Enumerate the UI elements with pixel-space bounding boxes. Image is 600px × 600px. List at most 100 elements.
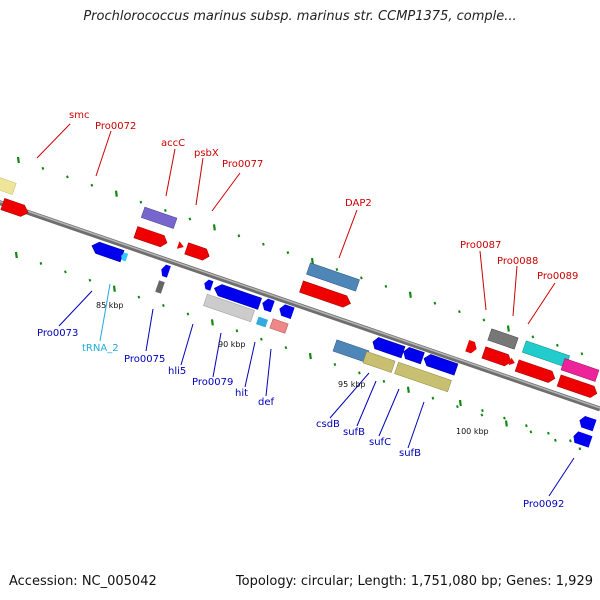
gene-def[interactable] xyxy=(269,318,289,334)
label-trna2: tRNA_2 xyxy=(82,343,119,354)
genome-backbone xyxy=(0,200,600,412)
track-tick-0-21 xyxy=(531,335,535,339)
track-tick-1-12 xyxy=(308,352,312,360)
tick-dots xyxy=(14,156,584,451)
label-def: def xyxy=(258,397,275,408)
track-tick-1-15 xyxy=(382,379,386,383)
track-tick-0-6 xyxy=(164,209,167,213)
gene-pro0077[interactable] xyxy=(184,242,212,262)
track-tick-1-21 xyxy=(529,430,533,434)
label-pro0089: Pro0089 xyxy=(537,271,578,282)
track-tick-1-13 xyxy=(333,362,337,367)
reverse-leaders xyxy=(58,290,575,497)
track-tick-0-4 xyxy=(114,190,118,197)
track-tick-2-3 xyxy=(525,424,528,428)
track-tick-1-3 xyxy=(88,278,92,282)
track-tick-1-17 xyxy=(431,396,435,400)
gene-sufC-blue[interactable] xyxy=(402,346,425,365)
track-tick-0-12 xyxy=(310,257,314,265)
label-pro0072: Pro0072 xyxy=(95,121,136,132)
label-pro0079: Pro0079 xyxy=(192,377,233,388)
gene-sufB-blue[interactable] xyxy=(371,336,406,359)
track-tick-0-5 xyxy=(139,200,143,204)
gene-accC[interactable] xyxy=(140,206,178,229)
gene-sufC[interactable] xyxy=(394,361,452,393)
gene-blue-small2[interactable] xyxy=(203,279,214,291)
label-sufB-2: sufB xyxy=(399,448,421,459)
label-pro0075: Pro0075 xyxy=(124,354,165,365)
label-pro0087: Pro0087 xyxy=(460,240,501,251)
track-tick-1-14 xyxy=(358,371,361,375)
track-tick-2-1 xyxy=(481,409,484,413)
gene-blue-small3[interactable] xyxy=(260,297,275,313)
tick-90kbp: 90 kbp xyxy=(218,340,246,349)
gene-pro0072b[interactable] xyxy=(0,198,30,218)
gene-pro0088[interactable] xyxy=(481,346,513,368)
label-pro0073: Pro0073 xyxy=(37,328,78,339)
track-tick-1-20 xyxy=(504,420,508,427)
track-tick-0-11 xyxy=(286,251,290,255)
gene-trna2[interactable] xyxy=(120,252,129,262)
gene-smc[interactable] xyxy=(0,155,17,195)
track-tick-2-2 xyxy=(503,416,506,420)
label-hli5: hli5 xyxy=(168,366,186,377)
gene-red-accC[interactable] xyxy=(133,226,169,248)
label-accC: accC xyxy=(161,138,185,149)
track-tick-1-5 xyxy=(137,295,141,299)
label-csdB: csdB xyxy=(316,419,340,430)
gene-red-small[interactable] xyxy=(465,340,478,355)
track-tick-2-4 xyxy=(547,431,550,435)
forward-leaders xyxy=(36,123,556,325)
gene-red-tiny[interactable] xyxy=(508,357,516,367)
track-tick-0-16 xyxy=(408,291,412,298)
track-tick-1-8 xyxy=(210,319,214,326)
gene-hit[interactable] xyxy=(255,316,269,328)
tick-85kbp: 85 kbp xyxy=(96,301,124,310)
label-sufB-1: sufB xyxy=(343,427,365,438)
genome-backbone-highlight xyxy=(0,200,600,409)
gene-hli5-blue[interactable] xyxy=(212,283,262,310)
gene-blue-right[interactable] xyxy=(577,415,597,432)
gene-blue-small4[interactable] xyxy=(277,303,295,319)
topology-text: Topology: circular; Length: 1,751,080 bp… xyxy=(235,574,593,589)
gene-dap2-red[interactable] xyxy=(299,280,352,309)
gene-psbX[interactable] xyxy=(176,241,185,251)
gene-pro0075[interactable] xyxy=(155,280,165,294)
gene-sufB[interactable] xyxy=(362,351,396,373)
track-tick-1-0 xyxy=(14,251,18,259)
track-tick-2-0 xyxy=(458,399,462,407)
track-tick-0-2 xyxy=(66,175,69,179)
label-sufC: sufC xyxy=(369,437,391,448)
gene-csdB[interactable] xyxy=(332,339,370,363)
gene-pro0073[interactable] xyxy=(90,240,125,263)
gene-pro0092[interactable] xyxy=(572,430,593,448)
track-tick-1-6 xyxy=(162,304,165,308)
gene-red-right2[interactable] xyxy=(556,374,599,399)
gene-pro0079[interactable] xyxy=(203,293,255,323)
track-tick-1-7 xyxy=(186,312,190,316)
track-tick-0-9 xyxy=(237,234,241,238)
track-tick-0-22 xyxy=(556,343,559,347)
track-tick-0-3 xyxy=(90,183,94,187)
track-tick-1-1 xyxy=(39,261,43,265)
gene-magenta[interactable] xyxy=(560,358,600,382)
track-tick-0-0 xyxy=(16,156,20,164)
track-tick-1-18 xyxy=(456,405,459,409)
track-tick-1-19 xyxy=(480,413,484,417)
track-tick-0-23 xyxy=(580,352,584,356)
gene-blue-small[interactable] xyxy=(159,264,171,278)
track-tick-1-22 xyxy=(554,438,557,442)
gene-pro0087[interactable] xyxy=(487,328,519,350)
gene-red-right[interactable] xyxy=(514,359,557,384)
gene-sufB2-blue[interactable] xyxy=(422,353,459,376)
label-pro0092: Pro0092 xyxy=(523,499,564,510)
gene-dap2[interactable] xyxy=(306,262,360,292)
track-tick-1-2 xyxy=(64,270,67,274)
track-tick-1-16 xyxy=(406,386,410,393)
track-tick-1-9 xyxy=(235,329,239,333)
track-tick-0-15 xyxy=(384,284,388,288)
track-tick-0-1 xyxy=(41,166,45,170)
track-tick-0-7 xyxy=(188,217,192,221)
track-tick-1-23 xyxy=(578,447,582,451)
